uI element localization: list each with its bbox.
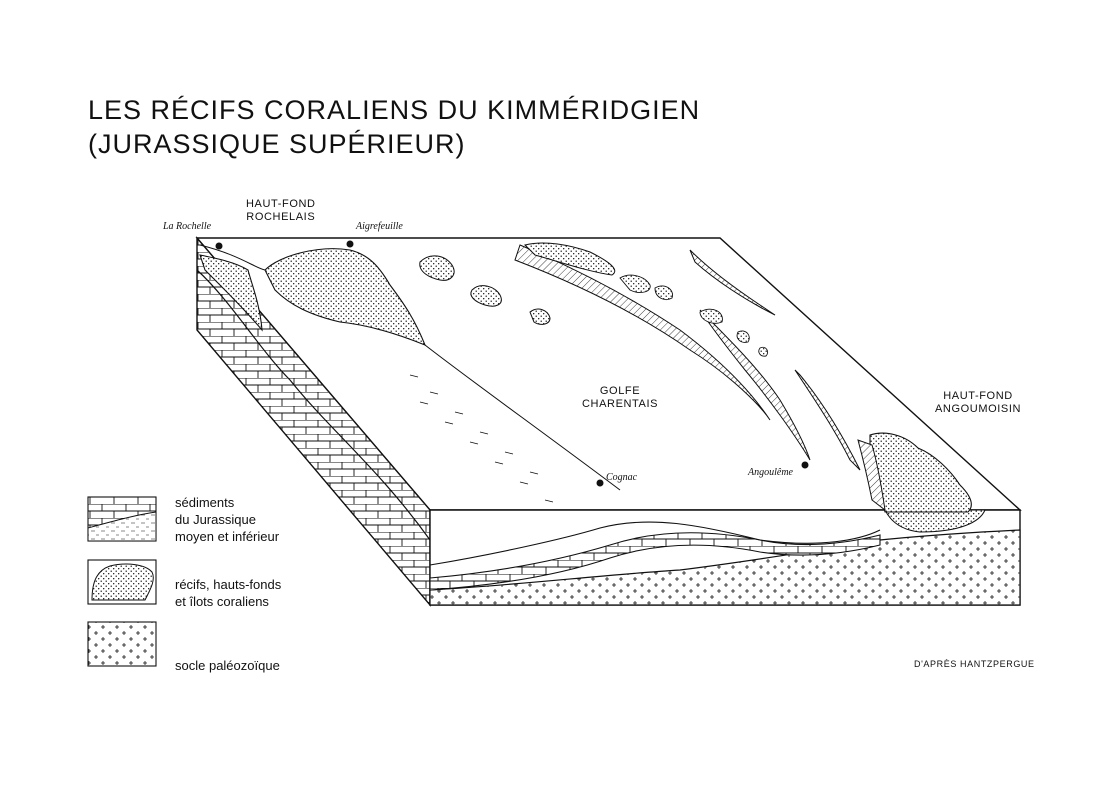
gulf-sediment-marks [409, 374, 554, 503]
hatched-barrier-3 [699, 309, 811, 461]
city-label-la-rochelle: La Rochelle [163, 221, 212, 232]
label-golfe-charentais: GOLFE CHARENTAIS [582, 385, 659, 410]
source-credit: D'APRÈS HANTZPERGUE [914, 659, 1035, 669]
hatched-barrier-2 [689, 249, 776, 316]
hatched-barrier-angoumoisin [857, 439, 886, 512]
reef-barrier-top [524, 242, 616, 276]
cognac-dot [596, 479, 604, 487]
aigrefeuille-dot [346, 240, 354, 248]
front-face-socle [429, 529, 1021, 606]
front-face-reef-cross-section [884, 509, 986, 533]
la-rochelle-dot [215, 242, 223, 250]
legend-label-sediments: sédiments du Jurassique moyen et inférie… [175, 495, 280, 544]
reef-islet-3 [529, 308, 551, 325]
city-label-angouleme: Angoulême [748, 467, 793, 478]
title-line-1: LES RÉCIFS CORALIENS DU KIMMÉRIDGIEN [88, 95, 701, 125]
reef-islets-chain [619, 274, 769, 357]
legend-label-reefs: récifs, hauts-fonds et îlots coraliens [175, 577, 282, 609]
left-face-sediment-curve [196, 269, 431, 541]
legend-swatch-socle [87, 621, 157, 667]
front-face-top-curve [429, 521, 881, 566]
legend-swatch-sediments [87, 496, 157, 542]
city-label-cognac: Cognac [606, 472, 638, 483]
city-label-aigrefeuille: Aigrefeuille [356, 221, 403, 232]
hatched-barrier-1 [514, 244, 771, 421]
legend-label-socle: socle paléozoïque [175, 658, 280, 673]
label-haut-fond-rochelais: HAUT-FOND ROCHELAIS [246, 198, 316, 223]
label-haut-fond-angoumoisin: HAUT-FOND ANGOUMOISIN [935, 390, 1022, 415]
hatched-barrier-4 [794, 369, 861, 471]
diagram-title: LES RÉCIFS CORALIENS DU KIMMÉRIDGIEN (JU… [88, 93, 700, 161]
reef-islet-2 [470, 285, 502, 307]
reef-islet-1 [419, 255, 455, 281]
front-face-sediment-band [429, 532, 881, 591]
title-line-2: (JURASSIQUE SUPÉRIEUR) [88, 129, 466, 159]
reef-haut-fond-rochelais [264, 248, 426, 346]
surface-divider-line [199, 244, 621, 491]
reef-la-rochelle-coast [199, 254, 263, 332]
legend-swatch-reefs [87, 559, 157, 605]
angouleme-dot [801, 461, 809, 469]
